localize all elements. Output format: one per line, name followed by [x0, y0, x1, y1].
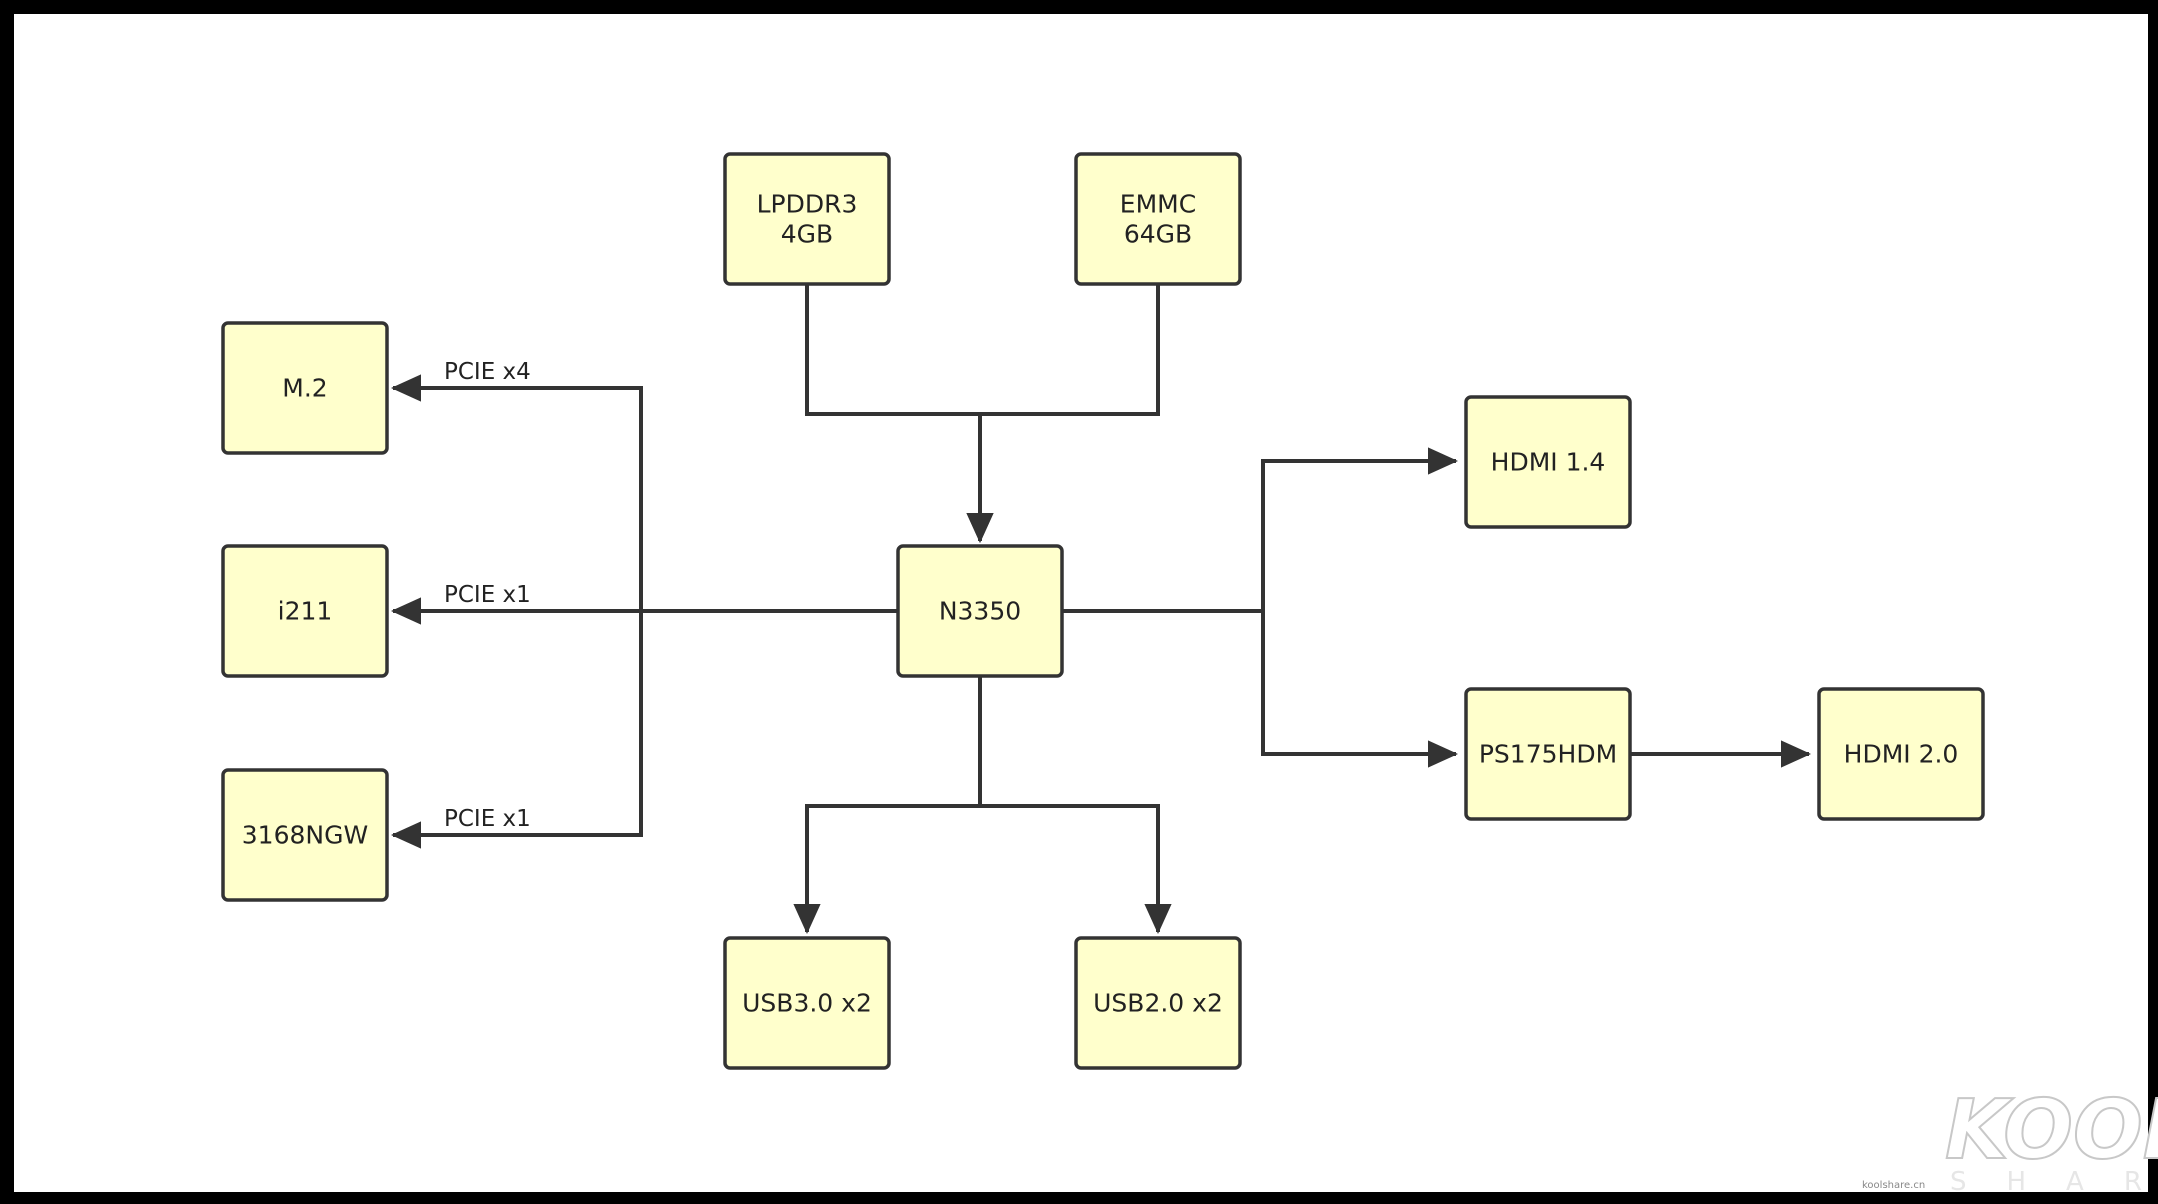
node-label-lpddr3-line-1: LPDDR3 — [757, 190, 858, 219]
node-box-3168ngw — [221, 768, 389, 902]
node-label-ps175hdm: PS175HDM — [1479, 740, 1617, 769]
node-label-m2: M.2 — [282, 374, 327, 403]
node-box-m2 — [221, 321, 389, 455]
watermark-logo-text: KOOL — [1945, 1083, 2158, 1178]
node-box-usb30 — [723, 936, 891, 1070]
node-label-usb30: USB3.0 x2 — [742, 989, 872, 1018]
node-label-hdmi20: HDMI 2.0 — [1844, 740, 1959, 769]
node-m2: M.2 — [221, 321, 389, 455]
node-3168ngw: 3168NGW — [221, 768, 389, 902]
node-box-ps175hdm — [1464, 687, 1632, 821]
node-box-usb20 — [1074, 936, 1242, 1070]
node-label-emmc-line-1: EMMC — [1120, 190, 1196, 219]
node-label-i211: i211 — [278, 597, 333, 626]
node-i211: i211 — [221, 544, 389, 678]
watermark-sub-text: SHARE — [1950, 1167, 2158, 1197]
edge-label-n3350-i211: PCIE x1 — [444, 582, 531, 608]
node-ps175hdm: PS175HDM — [1464, 687, 1632, 821]
watermark-url-text: koolshare.cn — [1862, 1180, 1925, 1191]
node-box-hdmi20 — [1817, 687, 1985, 821]
node-label-n3350: N3350 — [939, 597, 1021, 626]
edge-label-n3350-m2: PCIE x4 — [444, 359, 531, 385]
node-box-i211 — [221, 544, 389, 678]
node-box-emmc — [1074, 152, 1242, 286]
node-label-lpddr3-line-2: 4GB — [781, 220, 833, 249]
edge-n3350-ps175hdm-arrow — [1062, 609, 1458, 768]
edge-n3350-usb20-arrow — [978, 676, 1172, 934]
nodes-layer: LPDDR34GBEMMC64GBM.2i2113168NGWN3350HDMI… — [221, 152, 1985, 1070]
node-box-hdmi14 — [1464, 395, 1632, 529]
node-hdmi14: HDMI 1.4 — [1464, 395, 1632, 529]
edge-label-n3350-3168ngw: PCIE x1 — [444, 806, 531, 832]
node-box-n3350 — [896, 544, 1064, 678]
node-usb20: USB2.0 x2 — [1074, 936, 1242, 1070]
node-label-hdmi14: HDMI 1.4 — [1491, 448, 1606, 477]
node-hdmi20: HDMI 2.0 — [1817, 687, 1985, 821]
node-n3350: N3350 — [896, 544, 1064, 678]
edge-emmc-n3350-arrow — [966, 284, 1160, 543]
koolshare-watermark-logo: KOOL SHARE koolshare.cn — [1862, 1082, 2158, 1197]
node-usb30: USB3.0 x2 — [723, 936, 891, 1070]
edges-layer: PCIE x4 PCIE x1 PCIE x1 — [391, 284, 1811, 934]
node-label-usb20: USB2.0 x2 — [1093, 989, 1223, 1018]
edge-n3350-3168ngw-arrow — [391, 609, 898, 849]
node-label-emmc-line-2: 64GB — [1124, 220, 1192, 249]
node-label-3168ngw: 3168NGW — [242, 821, 368, 850]
node-box-lpddr3 — [723, 152, 891, 286]
